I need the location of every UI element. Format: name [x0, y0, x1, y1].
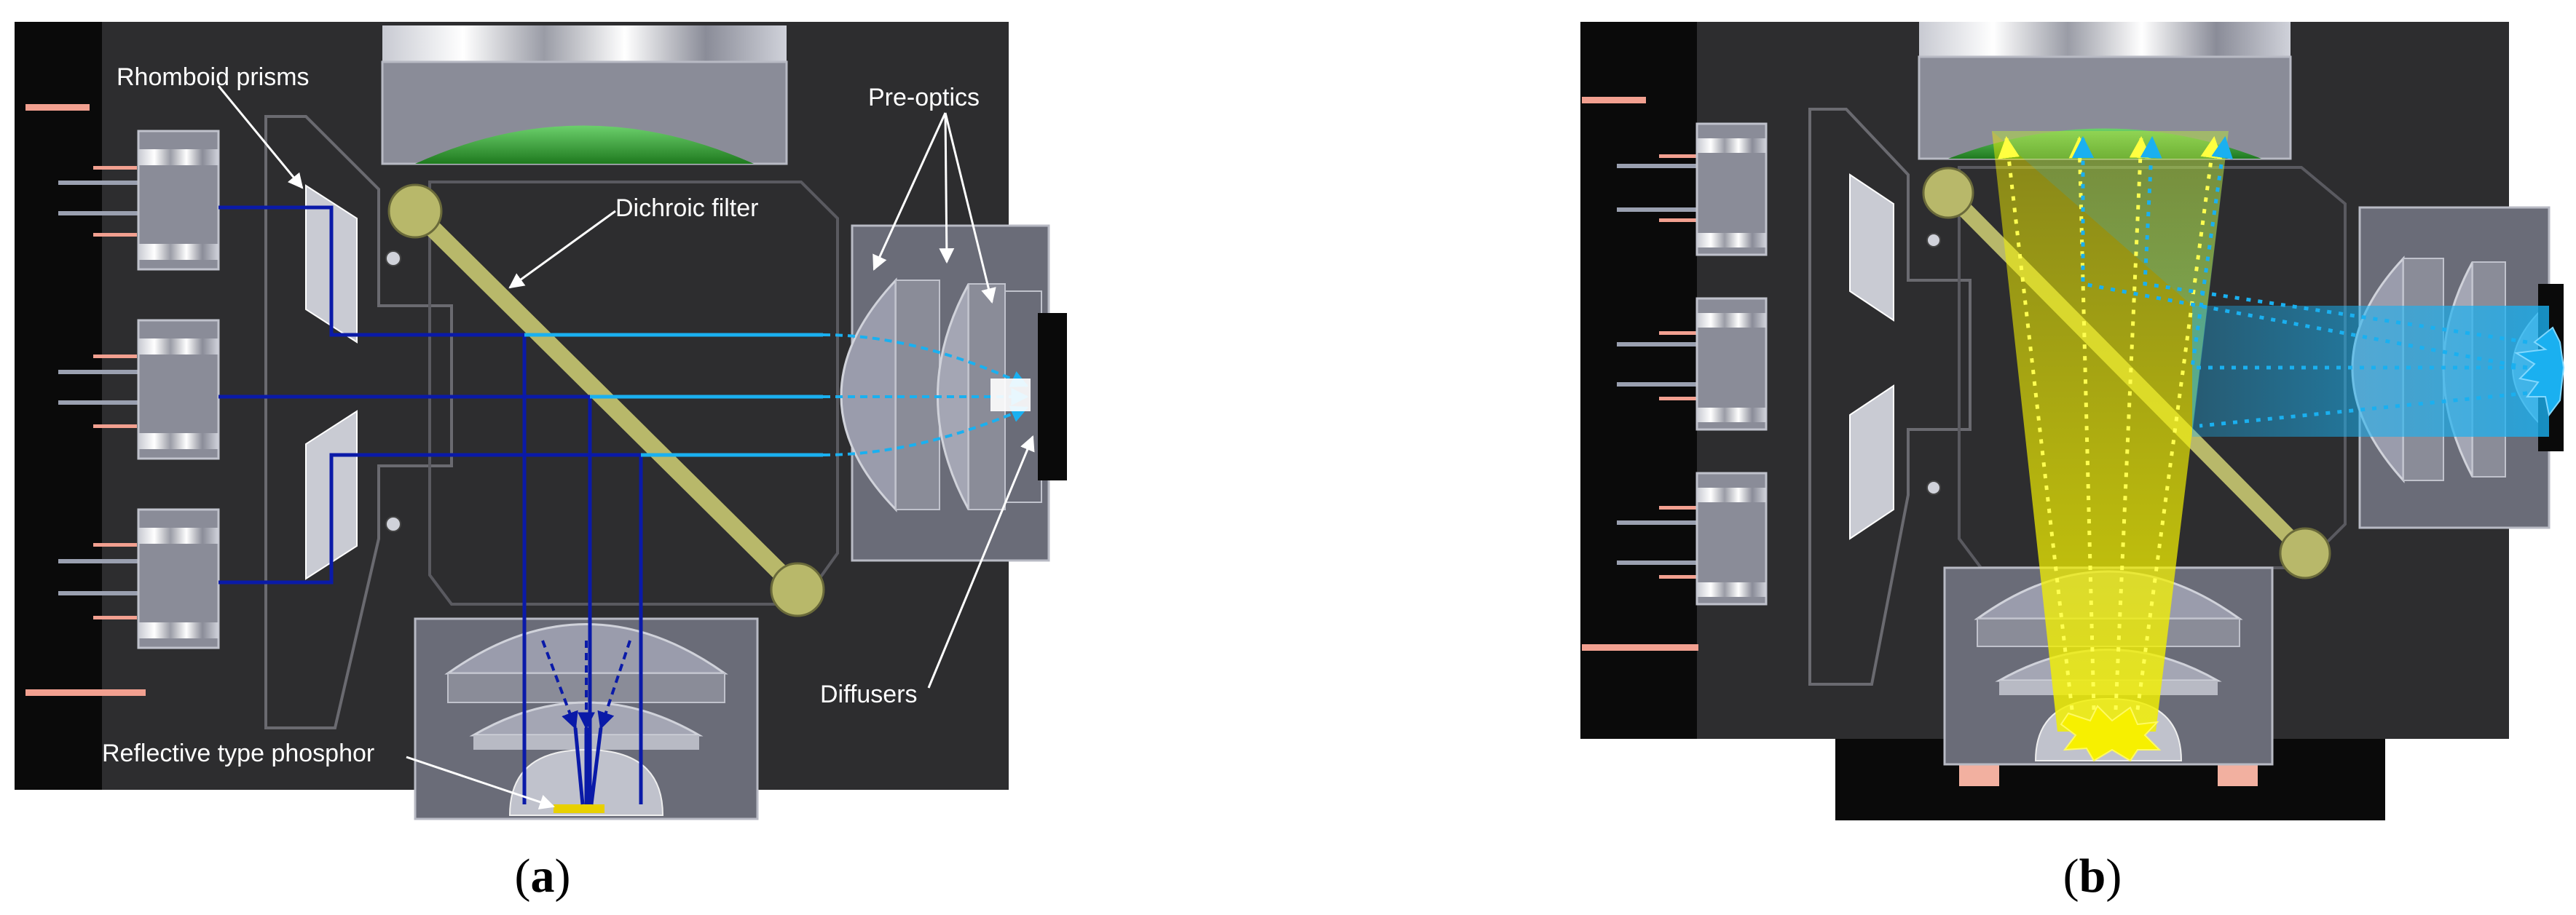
panel-caption-a: (a)	[515, 849, 571, 903]
laser-module	[1617, 472, 1768, 606]
filter-pivot	[1922, 167, 1974, 219]
label-dichroic-filter: Dichroic filter	[615, 194, 758, 222]
rhomboid-prism	[1849, 384, 1894, 540]
pcb-pad	[1582, 644, 1698, 651]
laser-module	[1617, 122, 1768, 256]
callout-lines	[217, 85, 1035, 809]
pcb-pad	[25, 104, 90, 111]
cyan-dashed	[822, 333, 1029, 456]
panel-b-diagram	[1580, 22, 2565, 820]
phosphor	[554, 804, 604, 813]
base-pad	[1959, 764, 1999, 786]
screw	[1926, 480, 1941, 495]
label-reflective-phosphor: Reflective type phosphor	[102, 740, 374, 767]
cyan-collimated-beam	[1992, 131, 2229, 437]
phosphor-emission-star	[2060, 705, 2162, 762]
panel-caption-b: (b)	[2063, 849, 2122, 903]
label-diffusers: Diffusers	[820, 681, 918, 708]
laser-module	[58, 130, 220, 271]
diffuser-emission-star	[2514, 326, 2565, 417]
top-lens-mount	[382, 25, 787, 62]
panel-a-diagram: Rhomboid prisms Pre-optics Dichroic filt…	[15, 22, 1067, 820]
pre-optics-assembly	[840, 224, 1067, 562]
top-lens	[415, 125, 754, 164]
pcb-pad	[25, 689, 146, 696]
filter-pivot	[387, 183, 443, 239]
laser-module	[58, 508, 220, 649]
screw	[385, 250, 401, 266]
screw	[385, 516, 401, 532]
laser-module	[1617, 297, 1768, 431]
prism-holder	[264, 115, 453, 729]
laser-pcb	[15, 22, 102, 790]
top-lens-mount	[1919, 22, 2291, 57]
laser-module	[58, 319, 220, 460]
screw	[1926, 233, 1941, 247]
cyan-diffuser-beam	[2192, 306, 2549, 437]
yellow-rays	[1998, 136, 2223, 710]
base-pad	[2218, 764, 2258, 786]
focused-beams-solid	[573, 727, 603, 805]
laser-pcb	[1580, 22, 1697, 739]
pcb-pad	[1582, 97, 1646, 103]
cyan-rays	[2072, 136, 2528, 428]
filter-pivot	[770, 562, 825, 617]
label-pre-optics: Pre-optics	[868, 84, 980, 111]
cyan-beams	[524, 333, 823, 457]
laser-beams	[218, 205, 643, 804]
focused-beams	[541, 640, 631, 730]
dichroic-filter	[406, 202, 806, 598]
diffuser-glow	[990, 379, 1031, 411]
rhomboid-prism	[1849, 173, 1894, 322]
prism-holder	[1808, 108, 1972, 686]
filter-pivot	[2279, 527, 2331, 579]
label-rhomboid-prisms: Rhomboid prisms	[117, 63, 310, 91]
